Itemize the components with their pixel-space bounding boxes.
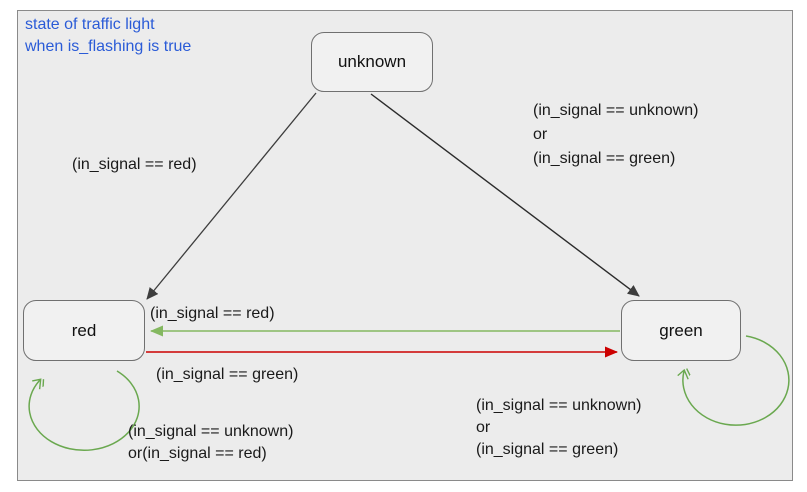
state-red: red [23, 300, 145, 361]
state-unknown-label: unknown [337, 52, 407, 71]
label-green-to-red: (in_signal == red) [150, 305, 275, 322]
label-unknown-to-green: (in_signal == unknown) or (in_signal == … [533, 99, 698, 171]
state-red-label: red [71, 320, 97, 340]
label-green-self-loop: (in_signal == unknown) or (in_signal == … [476, 395, 641, 461]
label-green-self-loop-line2: or [476, 419, 491, 436]
label-unknown-to-red: (in_signal == red) [72, 156, 197, 173]
state-unknown: unknown [311, 32, 433, 92]
label-green-self-loop-line3: (in_signal == green) [476, 441, 619, 458]
state-green-label: green [659, 320, 703, 340]
label-red-self-loop-line2: or(in_signal == red) [128, 445, 267, 462]
label-red-self-loop: (in_signal == unknown) or(in_signal == r… [128, 421, 293, 465]
diagram-title-line1: state of traffic light [25, 16, 155, 33]
label-green-self-loop-line1: (in_signal == unknown) [476, 397, 642, 414]
label-unknown-to-green-line2: or [533, 126, 548, 143]
diagram-title-line2: when is_flashing is true [25, 38, 192, 55]
state-green: green [621, 300, 741, 361]
diagram-title: state of traffic light when is_flashing … [25, 14, 191, 58]
label-unknown-to-green-line1: (in_signal == unknown) [533, 102, 699, 119]
label-red-to-green: (in_signal == green) [156, 366, 299, 383]
label-red-self-loop-line1: (in_signal == unknown) [128, 423, 294, 440]
label-unknown-to-green-line3: (in_signal == green) [533, 150, 676, 167]
